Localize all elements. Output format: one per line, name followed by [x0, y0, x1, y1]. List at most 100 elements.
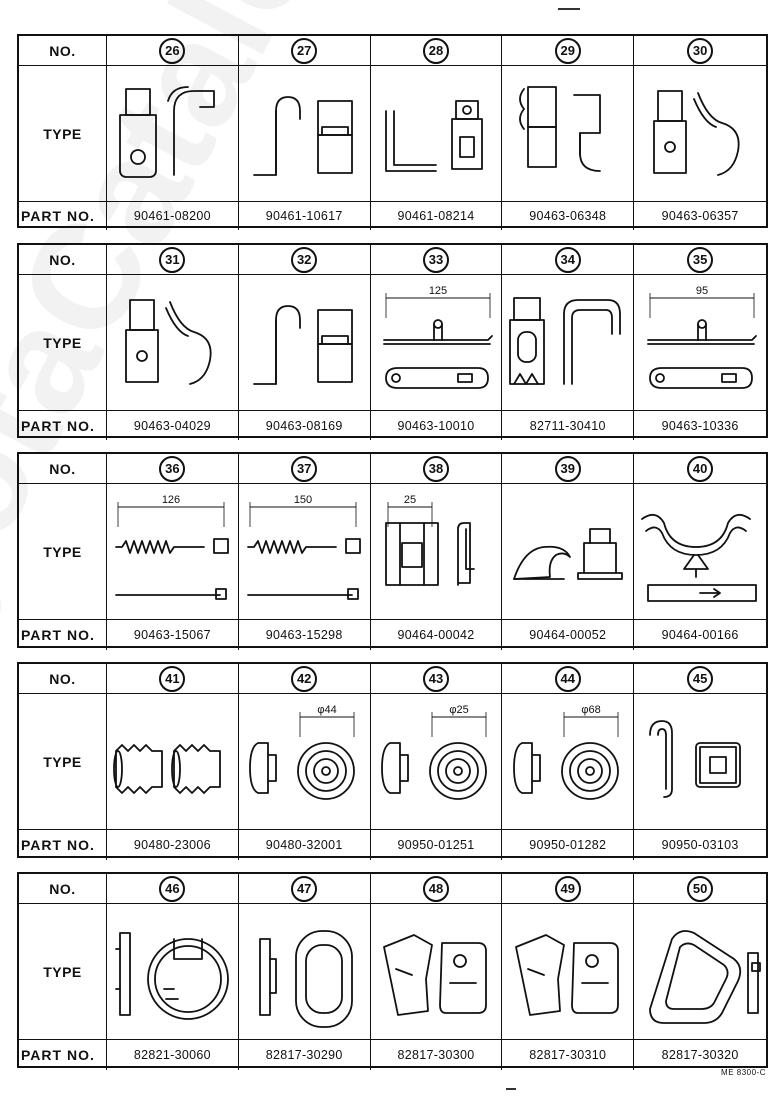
part-number-cell: 90461-10617	[239, 202, 371, 230]
part-drawing-cell	[502, 66, 635, 202]
type-label: TYPE	[19, 694, 107, 830]
item-number: 29	[554, 37, 581, 64]
part-no-label: PART NO.	[19, 411, 107, 440]
part-drawing-cell	[107, 66, 239, 202]
item-number-cell: 44	[502, 664, 635, 694]
part-drawing-cell: 150	[238, 484, 371, 620]
item-number: 28	[422, 37, 449, 64]
no-label: NO.	[19, 874, 107, 904]
cover-icon	[504, 909, 632, 1035]
part-number-cell: 90950-03103	[634, 830, 766, 860]
part-number-cell: 90464-00042	[371, 620, 503, 650]
part-number: 90950-01282	[529, 838, 607, 852]
item-number: 31	[159, 246, 186, 273]
svg-text:125: 125	[429, 285, 447, 297]
svg-text:150: 150	[294, 494, 312, 506]
part-number: 82817-30320	[661, 1048, 739, 1062]
part-number: 90463-15298	[265, 628, 343, 642]
grommet-icon: φ44	[240, 699, 368, 825]
part-drawing-cell	[634, 66, 766, 202]
part-number-cell: 90461-08200	[107, 202, 239, 230]
part-drawing-cell: φ44	[238, 694, 371, 830]
page-tick	[506, 1088, 516, 1090]
item-number: 47	[291, 875, 318, 902]
wire-clip-icon	[636, 71, 764, 197]
part-drawing-cell: φ68	[502, 694, 635, 830]
part-number-cell: 90463-08169	[239, 411, 371, 440]
no-label: NO.	[19, 454, 107, 484]
item-number-cell: 40	[634, 454, 766, 484]
part-number-cell: 82817-30290	[239, 1040, 371, 1070]
part-drawing-cell	[502, 484, 635, 620]
part-number: 90464-00042	[397, 628, 475, 642]
part-number: 90463-15067	[133, 628, 211, 642]
item-number-cell: 48	[370, 874, 503, 904]
item-number: 44	[554, 665, 581, 692]
cable-tie-icon: 126	[108, 489, 236, 615]
block-clip-icon: 25	[372, 489, 500, 615]
item-number: 48	[422, 875, 449, 902]
part-drawing-cell	[107, 694, 239, 830]
part-number-cell: 82817-30300	[371, 1040, 503, 1070]
type-label: TYPE	[19, 275, 107, 411]
part-drawing-cell	[634, 904, 766, 1040]
item-number-cell: 30	[634, 36, 766, 66]
part-drawing-cell: 25	[370, 484, 503, 620]
part-number-cell: 90463-06357	[634, 202, 766, 230]
oval-grommet-icon	[240, 909, 368, 1035]
item-number-cell: 41	[107, 664, 239, 694]
part-drawing-cell: φ25	[370, 694, 503, 830]
item-number: 45	[687, 665, 714, 692]
part-number: 90463-08169	[265, 418, 343, 433]
item-number-cell: 45	[634, 664, 766, 694]
part-number-cell: 90463-10336	[634, 411, 766, 440]
part-number-cell: 90461-08214	[371, 202, 503, 230]
type-label: TYPE	[19, 484, 107, 620]
part-number-cell: 82817-30310	[502, 1040, 635, 1070]
part-drawing-cell: 125	[370, 275, 503, 411]
part-number-cell: 90463-06348	[502, 202, 635, 230]
part-drawing-cell	[634, 694, 766, 830]
tab-clip-icon	[108, 71, 236, 197]
band-clamp-icon: 95	[636, 280, 764, 406]
part-drawing-cell	[370, 904, 503, 1040]
hook-clip-icon	[240, 71, 368, 197]
no-label: NO.	[19, 36, 107, 66]
part-drawing-cell	[502, 275, 635, 411]
item-number-cell: 50	[634, 874, 766, 904]
svg-text:25: 25	[404, 494, 416, 506]
cable-tie-icon: 150	[240, 489, 368, 615]
hook-clip-icon	[240, 280, 368, 406]
top-mark	[558, 8, 580, 10]
part-number: 90480-23006	[133, 838, 211, 852]
item-number: 36	[159, 455, 186, 482]
item-number: 40	[687, 455, 714, 482]
grommet-sleeve-icon	[108, 699, 236, 825]
item-number: 42	[291, 665, 318, 692]
part-number: 82821-30060	[133, 1048, 211, 1062]
item-number-cell: 28	[370, 36, 503, 66]
part-drawing-cell	[370, 66, 503, 202]
type-label: TYPE	[19, 66, 107, 202]
part-drawing-cell	[238, 66, 371, 202]
part-number: 90461-08214	[397, 209, 475, 223]
angle-clip-icon	[372, 71, 500, 197]
part-number: 82817-30300	[397, 1048, 475, 1062]
item-number-cell: 34	[502, 245, 635, 275]
no-label: NO.	[19, 245, 107, 275]
part-number-cell: 90480-32001	[239, 830, 371, 860]
part-no-label: PART NO.	[19, 202, 107, 230]
item-number-cell: 35	[634, 245, 766, 275]
part-number: 82817-30290	[265, 1048, 343, 1062]
part-number: 90463-10336	[661, 418, 739, 433]
round-grommet-icon	[108, 909, 236, 1035]
item-number-cell: 43	[370, 664, 503, 694]
part-number: 90950-03103	[661, 838, 739, 852]
grommet-icon: φ25	[372, 699, 500, 825]
svg-text:95: 95	[696, 285, 708, 297]
